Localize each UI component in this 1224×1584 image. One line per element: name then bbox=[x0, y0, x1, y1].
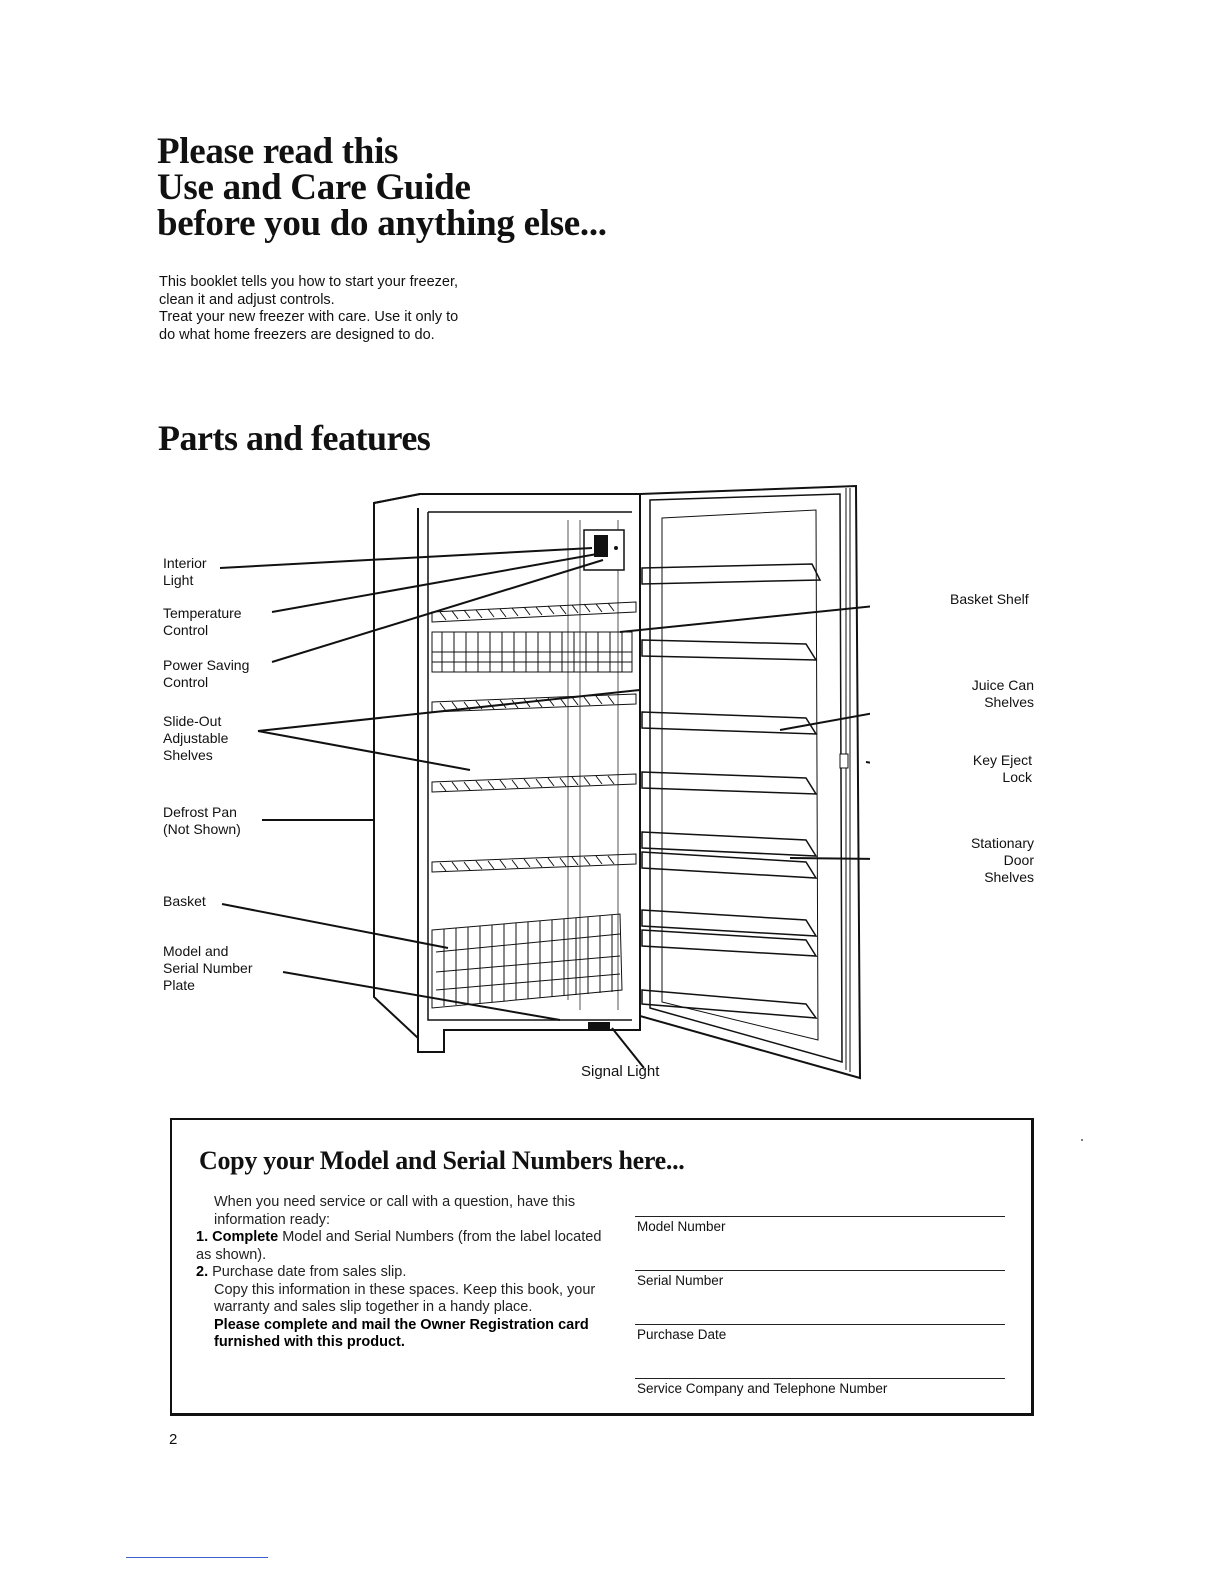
freezer-door bbox=[639, 484, 862, 1080]
scan-speck bbox=[1081, 1139, 1083, 1141]
parts-heading: Parts and features bbox=[158, 418, 431, 458]
copy-box-heading: Copy your Model and Serial Numbers here.… bbox=[199, 1146, 685, 1175]
basket-shelf-frame bbox=[431, 631, 633, 673]
basket bbox=[431, 913, 623, 1009]
copy-box-instructions: When you need service or call with a que… bbox=[196, 1194, 604, 1352]
label-model-serial-plate: Model and Serial Number Plate bbox=[163, 943, 253, 993]
label-power-saving-control: Power Saving Control bbox=[163, 657, 250, 690]
intro-line-3: Treat your new freezer with care. Use it… bbox=[159, 309, 459, 325]
slide-out-shelves bbox=[431, 601, 637, 873]
headline-line-2: Use and Care Guide bbox=[157, 167, 471, 208]
shelf bbox=[431, 601, 637, 623]
label-basket-shelf: Basket Shelf bbox=[950, 591, 1029, 607]
instruction-paragraph: Copy this information in these spaces. K… bbox=[214, 1281, 596, 1316]
label-signal-light: Signal Light bbox=[581, 1063, 660, 1080]
leader-lines bbox=[219, 547, 870, 1069]
freezer-diagram bbox=[219, 484, 870, 1080]
footer-rule bbox=[126, 1557, 268, 1558]
intro-line-4: do what home freezers are designed to do… bbox=[159, 326, 435, 343]
label-basket: Basket bbox=[163, 893, 206, 909]
shelf bbox=[431, 853, 637, 873]
label-juice-can-shelves: Juice Can Shelves bbox=[971, 677, 1034, 710]
registration-note: Please complete and mail the Owner Regis… bbox=[214, 1316, 589, 1351]
intro-line-2: clean it and adjust controls. bbox=[159, 291, 335, 308]
instruction-paragraph: When you need service or call with a que… bbox=[214, 1194, 576, 1228]
serial-number-field[interactable]: Serial Number bbox=[635, 1270, 1005, 1288]
shelf bbox=[431, 773, 637, 793]
label-stationary-door-shelves: Stationary Door Shelves bbox=[970, 835, 1034, 885]
label-key-eject-lock: Key Eject Lock bbox=[972, 752, 1032, 785]
service-company-field[interactable]: Service Company and Telephone Number bbox=[635, 1378, 1005, 1396]
instruction-step-1: 1. Complete Model and Serial Numbers (fr… bbox=[196, 1229, 602, 1263]
label-temperature-control: Temperature Control bbox=[163, 605, 242, 638]
label-slide-out-shelves: Slide-Out Adjustable Shelves bbox=[163, 713, 229, 763]
headline-line-1: Please read this bbox=[157, 131, 399, 172]
page-headline: Please read this Use and Care Guide befo… bbox=[157, 131, 607, 244]
intro-line-1: This booklet tells you how to start your… bbox=[159, 274, 458, 290]
page-number: 2 bbox=[169, 1431, 178, 1448]
model-number-field[interactable]: Model Number bbox=[635, 1216, 1005, 1234]
freezer-cabinet bbox=[373, 493, 641, 1053]
signal-light bbox=[588, 1022, 610, 1030]
label-interior-light: Interior Light bbox=[163, 555, 207, 588]
purchase-date-field[interactable]: Purchase Date bbox=[635, 1324, 1005, 1342]
door-shelves bbox=[641, 563, 822, 1019]
model-serial-box: Copy your Model and Serial Numbers here.… bbox=[170, 1118, 1034, 1416]
label-defrost-pan: Defrost Pan (Not Shown) bbox=[163, 804, 241, 837]
key-lock bbox=[839, 753, 849, 769]
intro-paragraph: This booklet tells you how to start your… bbox=[159, 274, 458, 344]
instruction-step-2: 2. Purchase date from sales slip. bbox=[196, 1264, 407, 1280]
headline-line-3: before you do anything else... bbox=[157, 203, 607, 244]
